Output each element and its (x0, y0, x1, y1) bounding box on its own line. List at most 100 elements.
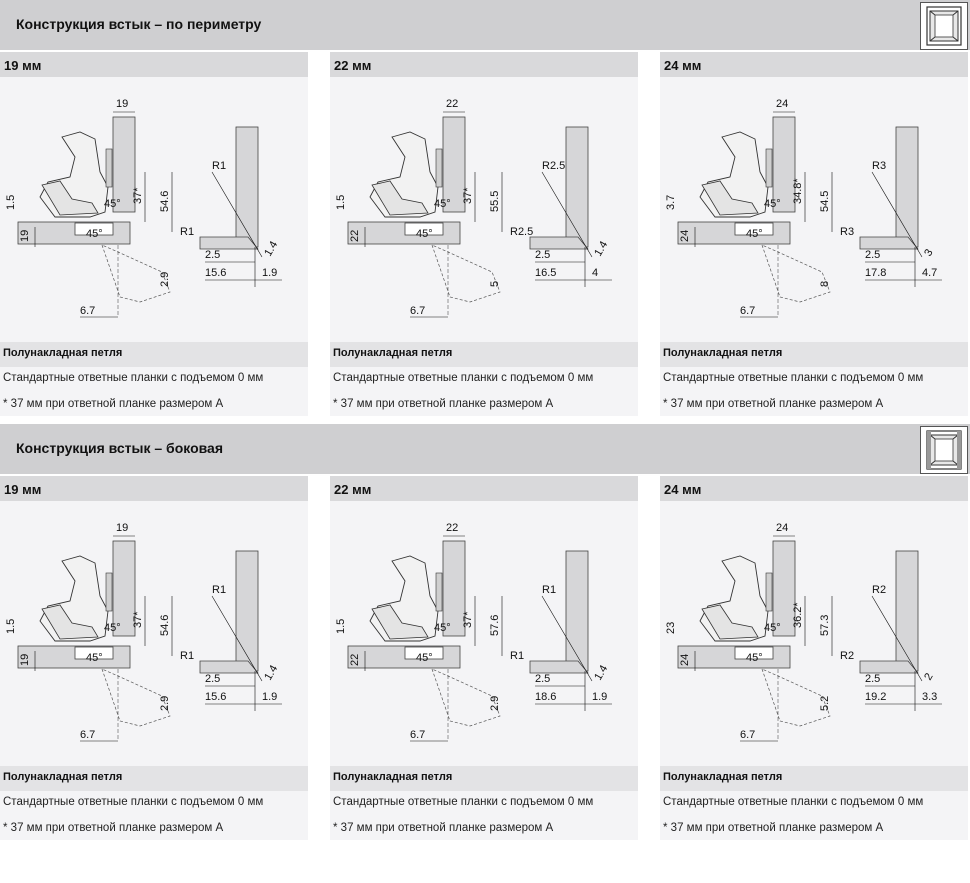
hinge-type-label: Полунакладная петля (333, 771, 453, 783)
dim-radius-top: R3 (872, 160, 886, 172)
hinge-base (701, 604, 759, 640)
detail-door (859, 660, 919, 674)
hinge-base (371, 180, 429, 216)
dim-h3: 4.7 (922, 267, 937, 279)
dim-radius-bottom: R3 (840, 226, 854, 238)
mounting-plate (105, 148, 113, 188)
dim-d1: 2 (922, 671, 935, 682)
hinge-type-label: Полунакладная петля (663, 347, 783, 359)
footnote: * 37 мм при ответной планке размером A (3, 822, 224, 834)
mounting-plate (765, 572, 773, 612)
section-header-perimeter: Конструкция встык – по периметру (0, 0, 970, 50)
dim-angle-top: 45° (434, 198, 451, 210)
dim-bottom: 6.7 (740, 729, 755, 741)
dim-v3: 2.9 (159, 696, 171, 711)
dim-radius-top: R2.5 (542, 160, 565, 172)
footnote: * 37 мм при ответной планке размером A (663, 398, 884, 410)
carcass-panel (112, 116, 136, 213)
dim-radius-top: R1 (542, 584, 556, 596)
dim-radius-bottom: R2.5 (510, 226, 533, 238)
dim-angle-bottom: 45° (86, 652, 103, 664)
door-open-phantom (761, 244, 831, 303)
dim-panel-thickness: 22 (446, 98, 458, 110)
dim-bottom: 6.7 (410, 729, 425, 741)
dim-d1: 1.4 (262, 239, 280, 258)
dim-v3: 2.9 (489, 696, 501, 711)
dim-h3: 1.9 (262, 267, 277, 279)
dim-v1: 34.8* (792, 178, 804, 204)
dim-left-b: 24 (679, 654, 691, 666)
dim-angle-bottom: 45° (86, 228, 103, 240)
detail-carcass (895, 126, 919, 248)
dim-v1: 37* (462, 611, 474, 628)
detail-door (529, 660, 589, 674)
dim-v2: 57.3 (819, 615, 831, 636)
dim-angle-top: 45° (434, 622, 451, 634)
dim-h2: 16.5 (535, 267, 556, 279)
mounting-plate (105, 572, 113, 612)
mounting-plate (765, 148, 773, 188)
detail-door (199, 660, 259, 674)
hinge-cup-window (74, 222, 114, 236)
dim-h1: 2.5 (865, 673, 880, 685)
dim-v3: 2.9 (159, 272, 171, 287)
dim-d1: 1.4 (592, 663, 610, 682)
dim-h1: 2.5 (535, 673, 550, 685)
dim-v1: 37* (132, 187, 144, 204)
dim-left-b: 22 (349, 230, 361, 242)
dim-left-a: 1.5 (5, 619, 17, 634)
dim-h2: 19.2 (865, 691, 886, 703)
card-size-label: 19 мм (4, 482, 42, 497)
hinge-type-label: Полунакладная петля (333, 347, 453, 359)
dim-left-b: 22 (349, 654, 361, 666)
dim-v2: 57.6 (489, 615, 501, 636)
dim-angle-top: 45° (104, 622, 121, 634)
dim-h3: 1.9 (592, 691, 607, 703)
mounting-plate-note: Стандартные ответные планки с подъемом 0… (3, 372, 264, 384)
dim-h2: 18.6 (535, 691, 556, 703)
dim-bottom: 6.7 (740, 305, 755, 317)
dim-radius-top: R2 (872, 584, 886, 596)
dim-left-a: 1.5 (335, 195, 347, 210)
dim-left-b: 24 (679, 230, 691, 242)
card-size-label: 24 мм (664, 58, 702, 73)
dim-h3: 1.9 (262, 691, 277, 703)
dim-v2: 54.5 (819, 191, 831, 212)
dim-radius-top: R1 (212, 160, 226, 172)
mounting-plate (435, 572, 443, 612)
dim-h1: 2.5 (205, 249, 220, 261)
hinge-type-label: Полунакладная петля (3, 771, 123, 783)
dim-h3: 4 (592, 267, 598, 279)
dim-d1: 3 (922, 247, 935, 258)
card-size-label: 19 мм (4, 58, 42, 73)
dim-angle-top: 45° (104, 198, 121, 210)
detail-door (859, 236, 919, 250)
hinge-base (41, 604, 99, 640)
mounting-plate-note: Стандартные ответные планки с подъемом 0… (333, 372, 594, 384)
dim-radius-bottom: R1 (180, 226, 194, 238)
dim-panel-thickness: 19 (116, 522, 128, 534)
hinge-cup-window (404, 222, 444, 236)
dim-angle-bottom: 45° (416, 652, 433, 664)
cabinet-front-icon (920, 2, 968, 50)
hinge-base (41, 180, 99, 216)
dim-radius-bottom: R2 (840, 650, 854, 662)
dim-angle-bottom: 45° (746, 228, 763, 240)
dim-v3: 5.2 (819, 696, 831, 711)
door-open-phantom (431, 244, 501, 303)
hinge-type-label: Полунакладная петля (663, 771, 783, 783)
hinge-base (701, 180, 759, 216)
dim-v3: 8 (819, 281, 831, 287)
dim-d1: 1.4 (262, 663, 280, 682)
mounting-plate-note: Стандартные ответные планки с подъемом 0… (3, 796, 264, 808)
hinge-cup-window (734, 222, 774, 236)
dim-h1: 2.5 (205, 673, 220, 685)
